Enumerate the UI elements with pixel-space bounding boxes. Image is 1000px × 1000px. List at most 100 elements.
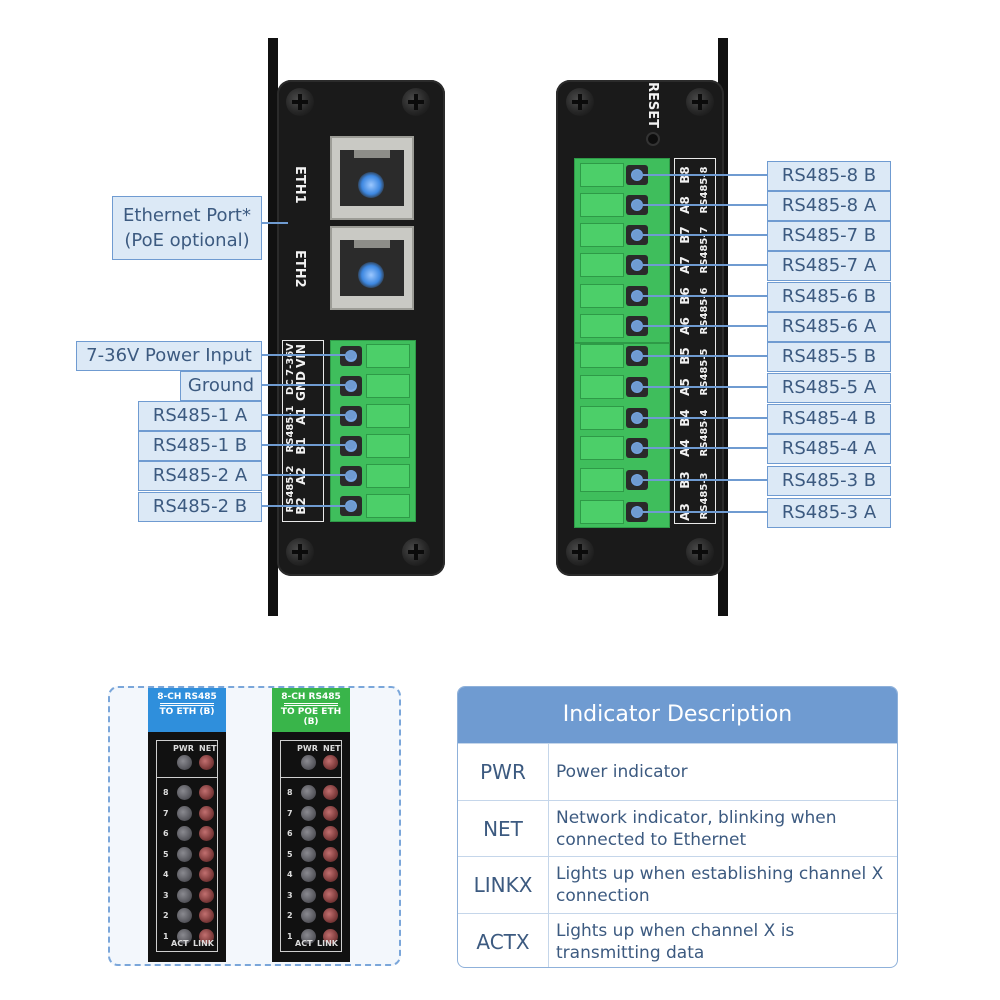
table-key: LINKX — [458, 857, 549, 913]
leader-line — [262, 414, 350, 416]
leader-dot — [632, 382, 642, 392]
terminal-clamp — [580, 500, 624, 524]
pin-callout: RS485-1 A — [138, 401, 262, 431]
link-led-icon — [323, 805, 338, 821]
link-led-icon — [323, 887, 338, 903]
pin-callout: RS485-1 B — [138, 431, 262, 461]
pin-callout: RS485-4 B — [767, 404, 891, 434]
leader-line — [262, 354, 350, 356]
act-led-icon — [177, 887, 192, 903]
terminal-clamp — [366, 344, 410, 368]
act-led-icon — [177, 826, 192, 841]
act-led-icon — [301, 908, 316, 923]
act-led-icon — [177, 928, 192, 944]
pin-label: B1 — [294, 437, 308, 455]
screw-icon — [566, 88, 594, 116]
channel-number: 5 — [287, 849, 293, 859]
leader-dot — [632, 170, 642, 180]
leader-dot — [632, 260, 642, 270]
channel-number: 8 — [163, 788, 169, 797]
channel-label: RS485-6 — [699, 287, 710, 335]
channel-number: 1 — [163, 931, 169, 941]
link-led-icon — [199, 805, 214, 821]
leader-dot — [346, 501, 356, 511]
leader-dot — [632, 200, 642, 210]
pin-callout: RS485-7 B — [767, 221, 891, 251]
led-label-net: NET — [323, 744, 341, 753]
channel-number: 6 — [287, 829, 293, 838]
led-label-act: ACT — [171, 939, 189, 948]
terminal-clamp — [580, 375, 624, 399]
act-led-icon — [301, 785, 316, 800]
channel-label: RS485-7 — [699, 226, 710, 274]
table-value: Power indicator — [556, 762, 688, 782]
ethernet-callout-line2: (PoE optional) — [124, 230, 250, 251]
led-label-link: LINK — [193, 939, 214, 948]
table-key: NET — [458, 800, 549, 857]
ethernet-port-eth1 — [330, 136, 414, 220]
pin-callout: RS485-2 B — [138, 492, 262, 522]
leader-dot — [346, 440, 356, 450]
terminal-clamp — [580, 284, 624, 308]
act-led-icon — [177, 908, 192, 923]
table-value: Lights up when establishing channel X co… — [556, 864, 884, 906]
link-led-icon — [323, 867, 338, 882]
leader-line — [640, 295, 768, 297]
leader-dot — [346, 350, 356, 360]
pin-callout: RS485-3 A — [767, 498, 891, 528]
terminal-clamp — [366, 494, 410, 518]
leader-line — [262, 384, 350, 386]
screw-icon — [566, 538, 594, 566]
reset-button-icon[interactable] — [646, 132, 660, 146]
leader-dot — [632, 475, 642, 485]
port-label-eth2: ETH2 — [292, 250, 307, 288]
terminal-clamp — [580, 314, 624, 338]
channel-number: 7 — [287, 808, 293, 818]
leader-line — [640, 174, 768, 176]
ethernet-port-eth2 — [330, 226, 414, 310]
screw-icon — [686, 538, 714, 566]
channel-number: 3 — [287, 890, 293, 900]
leader-line — [640, 386, 768, 388]
ethernet-port-callout: Ethernet Port* (PoE optional) — [112, 196, 262, 260]
channel-number: 2 — [163, 911, 169, 920]
leader-line — [640, 234, 768, 236]
link-led-icon — [199, 785, 214, 800]
channel-label: RS485-4 — [699, 409, 710, 457]
double-arrow-icon — [284, 703, 338, 706]
port-label-eth1: ETH1 — [292, 166, 307, 204]
terminal-clamp — [580, 223, 624, 247]
terminal-clamp — [366, 374, 410, 398]
terminal-clamp — [366, 464, 410, 488]
leader-line — [262, 222, 288, 224]
leader-line — [640, 264, 768, 266]
terminal-clamp — [580, 253, 624, 277]
leader-line — [640, 479, 768, 481]
right-pin-label-strip — [674, 158, 716, 524]
net-led-icon — [323, 755, 338, 770]
left-mounting-bracket — [268, 38, 278, 616]
pin-callout: RS485-8 B — [767, 161, 891, 191]
port-led-icon — [358, 172, 384, 198]
pwr-led-icon — [301, 755, 316, 770]
link-led-icon — [323, 785, 338, 800]
leader-line — [262, 505, 350, 507]
terminal-clamp — [580, 406, 624, 430]
channel-number: 3 — [163, 890, 169, 900]
led-label-link: LINK — [317, 939, 338, 948]
leader-dot — [632, 291, 642, 301]
pin-callout: RS485-6 B — [767, 282, 891, 312]
panel-title: 8-CH RS485 — [157, 692, 217, 702]
terminal-clamp — [366, 434, 410, 458]
led-label-pwr: PWR — [173, 744, 194, 753]
leader-line — [262, 444, 350, 446]
port-led-icon — [358, 262, 384, 288]
leader-dot — [632, 413, 642, 423]
screw-icon — [402, 88, 430, 116]
panel-subtitle: TO ETH (B) — [159, 707, 215, 717]
